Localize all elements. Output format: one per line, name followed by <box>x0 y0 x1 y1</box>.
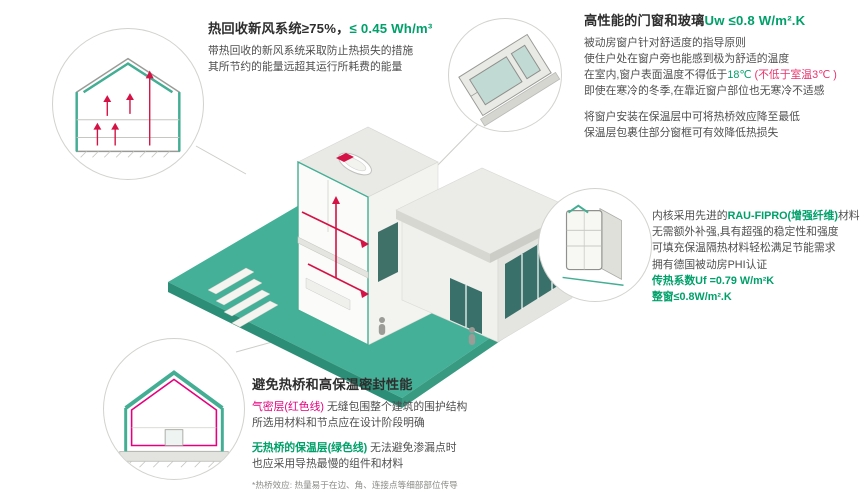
ventilation-title: 热回收新风系统≥75%，≤ 0.45 Wh/m³ <box>208 20 488 38</box>
airtight-layer-label: 气密层(红色线) <box>252 400 324 413</box>
profile-line-1-material: RAU-FIPRO(增强纤维) <box>727 210 838 222</box>
windows-line-3-note: (不低于室温3℃ ) <box>751 69 837 82</box>
windows-line-4: 即使在寒冷的冬季,在靠近窗户部位也无寒冷不适感 <box>584 85 825 98</box>
windows-text-block: 高性能的门窗和玻璃Uw ≤0.8 W/m².K 被动房窗户针对舒适度的指导原则 … <box>584 12 862 141</box>
thermal-line-2: 所选用材料和节点应在设计阶段明确 <box>252 417 425 429</box>
windows-line-5: 将窗户安装在保温层中可将热桥效应降至最低 <box>584 110 800 123</box>
windows-line-2: 使住户处在窗户旁也能感到极为舒适的温度 <box>584 53 790 65</box>
profile-line-2: 无需额外补强,具有超强的稳定性和强度 <box>652 226 839 239</box>
ventilation-line-2: 其所节约的能量远超其运行所耗费的能量 <box>208 61 403 73</box>
envelope-section-illustration <box>119 370 229 468</box>
person-figure <box>378 317 476 345</box>
thermal-envelope-bubble <box>103 338 245 480</box>
insulation-layer-text: 无法避免渗漏点时 <box>367 442 457 455</box>
house-cutaway-illustration <box>168 126 578 408</box>
windows-line-3-temp: 18℃ <box>727 69 752 82</box>
profile-uw-value: 整窗≤0.8W/m².K <box>652 290 732 303</box>
frame-profile-bubble <box>538 188 652 302</box>
windows-line-6: 保温层包裹住部分窗框可有效降低热损失 <box>584 126 779 139</box>
ventilation-text-block: 热回收新风系统≥75%，≤ 0.45 Wh/m³ 带热回收的新风系统采取防止热损… <box>208 20 488 75</box>
windows-title: 高性能的门窗和玻璃Uw ≤0.8 W/m².K <box>584 12 862 30</box>
airtight-layer-text: 无缝包围整个建筑的围护结构 <box>323 400 468 413</box>
thermal-footnote: *热桥效应: 热量易于在边、角、连接点等细部部位传导 <box>252 479 458 490</box>
thermal-title: 避免热桥和高保温密封性能 <box>252 377 413 392</box>
profile-line-4: 拥有德国被动房PHI认证 <box>652 258 768 271</box>
ventilation-detail-bubble <box>52 28 204 180</box>
windows-line-3: 在室内,窗户表面温度不得低于18℃ (不低于室温3℃ ) <box>584 67 862 83</box>
garden-stairs <box>207 267 279 328</box>
profile-line-1-suffix: 材料 <box>837 210 860 222</box>
thermal-line-4: 也应采用导热最慢的组件和材料 <box>252 458 404 471</box>
thermal-text-block: 避免热桥和高保温密封性能 气密层(红色线) 无缝包围整个建筑的围护结构 所选用材… <box>252 376 542 491</box>
thermal-insulation-line: 无热桥的保温层(绿色线) 无法避免渗漏点时 <box>252 440 542 456</box>
profile-text-block: 内核采用先进的RAU-FIPRO(增强纤维)材料 无需额外补强,具有超强的稳定性… <box>652 208 864 305</box>
ventilation-section-illustration <box>75 57 181 158</box>
profile-uf-value: 传热系数Uf =0.79 W/m²K <box>652 274 775 287</box>
windows-line-3-text: 在室内,窗户表面温度不得低于 <box>584 69 728 82</box>
windows-title-green: Uw ≤0.8 W/m².K <box>704 13 806 28</box>
ventilation-title-green: ≤ 0.45 Wh/m³ <box>349 21 433 36</box>
window-corner-illustration <box>458 33 561 127</box>
windows-title-black: 高性能的门窗和玻璃 <box>584 13 705 28</box>
insulation-layer-label: 无热桥的保温层(绿色线) <box>252 442 368 455</box>
frame-profile-illustration <box>562 204 624 287</box>
window-detail-bubble <box>448 18 562 132</box>
thermal-airtight-line: 气密层(红色线) 无缝包围整个建筑的围护结构 <box>252 399 542 415</box>
profile-line-1: 内核采用先进的RAU-FIPRO(增强纤维)材料 <box>652 208 864 224</box>
windows-line-1: 被动房窗户针对舒适度的指导原则 <box>584 36 746 49</box>
profile-line-3: 可填充保温隔热材料轻松满足节能需求 <box>652 242 836 255</box>
ventilation-line-1: 带热回收的新风系统采取防止热损失的措施 <box>208 44 414 57</box>
ventilation-title-black: 热回收新风系统≥75%， <box>208 21 350 36</box>
profile-line-1-text: 内核采用先进的 <box>652 210 728 222</box>
